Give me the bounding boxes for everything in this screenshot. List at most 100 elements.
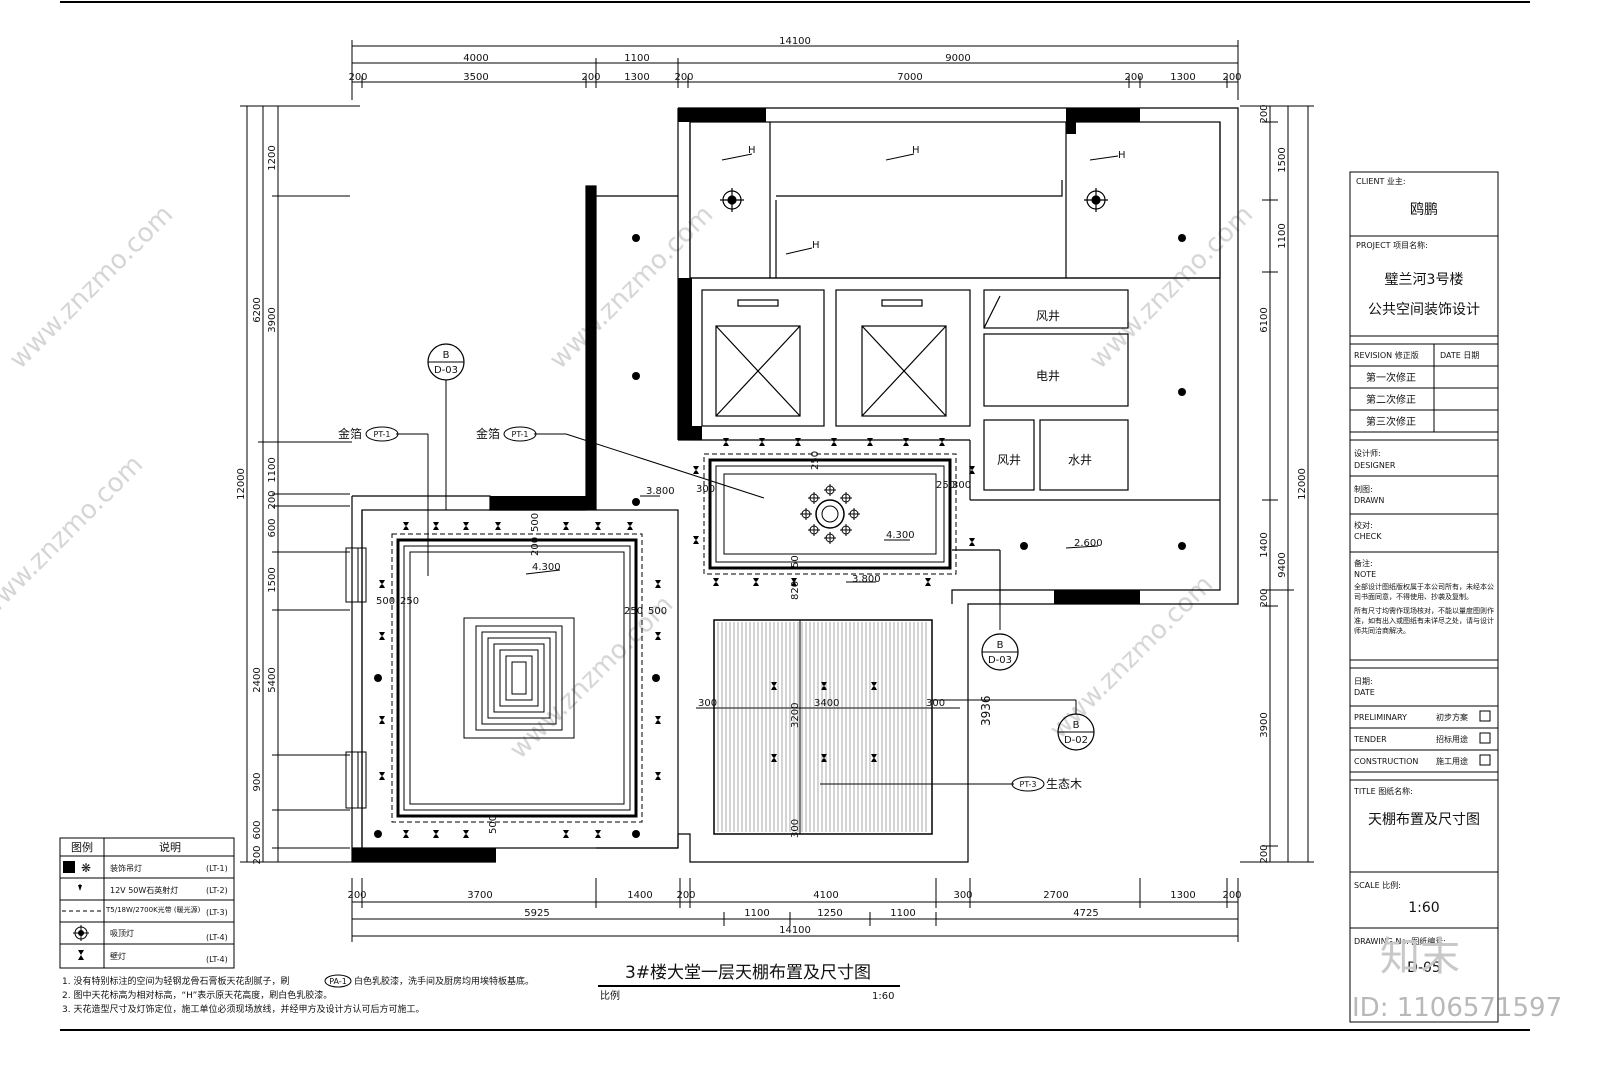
room-wind-well-1: 风井 xyxy=(1036,309,1060,323)
dim-left-5: 200 xyxy=(267,490,278,509)
tb-client: 鸥鹏 xyxy=(1410,201,1438,218)
inner-dim-200: 200 xyxy=(530,537,541,556)
legend-desc-4: 吸顶灯 xyxy=(110,928,134,938)
tb-designer: 设计师: xyxy=(1354,448,1381,458)
tb-stage-2-cn: 招标用途 xyxy=(1436,734,1468,744)
dim-bot-5: 4100 xyxy=(813,890,838,901)
inner-dim-500a: 500 xyxy=(376,596,395,607)
dim-bot2-1: 5925 xyxy=(524,908,549,919)
dim-bot-1: 200 xyxy=(347,890,366,901)
tb-project-label: PROJECT 项目名称: xyxy=(1356,240,1428,250)
dim-left-4: 1100 xyxy=(267,457,278,482)
spotlight-mark xyxy=(693,466,699,474)
inner-dim-300b: 300 xyxy=(952,480,971,491)
ceiling-lamp-dot xyxy=(1178,542,1186,550)
pt1-b-tag xyxy=(503,426,537,442)
dim-left-8: 2400 xyxy=(252,667,263,692)
spotlight-mark xyxy=(871,682,877,690)
dim-bot-8: 1300 xyxy=(1170,890,1195,901)
chandelier-icon xyxy=(800,484,860,544)
section-marker-1 xyxy=(427,343,465,381)
dim-top2-2: 3500 xyxy=(463,72,488,83)
spotlight-mark xyxy=(403,830,409,838)
spotlight-mark xyxy=(463,830,469,838)
bottom-dimensions xyxy=(351,878,1239,942)
chandelier-icon: ❋ xyxy=(63,861,91,875)
middle-ceiling-panel xyxy=(703,453,957,575)
spotlight-mark xyxy=(403,522,409,530)
pt1-b-code: PT-1 xyxy=(512,430,529,439)
tb-drawn-en: DRAWN xyxy=(1354,496,1384,505)
section-2-letter: B xyxy=(997,640,1004,651)
dim-bot2-5: 4725 xyxy=(1073,908,1098,919)
left-ceiling-panel xyxy=(391,533,643,823)
drawing-scale-label: 比例 xyxy=(600,989,620,1002)
tb-designer-en: DESIGNER xyxy=(1354,461,1396,470)
legend-desc-2: 12V 50W石英射灯 xyxy=(110,885,178,895)
spotlight-mark xyxy=(693,536,699,544)
ceiling-lamp-dots xyxy=(374,234,1186,838)
spotlight-mark xyxy=(595,522,601,530)
dim-bot-3: 1400 xyxy=(627,890,652,901)
tb-stage-2-en: TENDER xyxy=(1353,735,1387,744)
spotlight-mark xyxy=(655,716,661,724)
spotlight-mark xyxy=(969,466,975,474)
ceiling-lamp-dot xyxy=(1020,542,1028,550)
tb-note-text-2: 所有尺寸均需作现场核对，不能以量度图则作准，如有出入或图纸有未详尽之处，请与设计… xyxy=(1354,607,1494,635)
dim-bot-9: 200 xyxy=(1222,890,1241,901)
dim-left-1: 1200 xyxy=(267,145,278,170)
inner-dim-50: 50 xyxy=(790,555,801,568)
tb-date-label: DATE 日期 xyxy=(1440,351,1479,360)
dim-bot-6: 300 xyxy=(953,890,972,901)
room-elec-well: 电井 xyxy=(1036,369,1060,383)
spotlight-mark xyxy=(723,438,729,446)
right-dimensions xyxy=(1240,105,1314,863)
spotlight-mark xyxy=(463,522,469,530)
spotlight-mark xyxy=(655,772,661,780)
spotlight-mark xyxy=(771,754,777,762)
dim-right-2: 1500 xyxy=(1277,147,1288,172)
tb-drawing-no: D-05 xyxy=(1407,960,1441,976)
dim-bot-2: 3700 xyxy=(467,890,492,901)
spotlight-mark xyxy=(563,522,569,530)
dim-top2-6: 7000 xyxy=(897,72,922,83)
watermark-site-1: www.znzmo.com xyxy=(4,200,179,375)
spotlight-mark xyxy=(433,522,439,530)
spotlight-mark xyxy=(433,830,439,838)
drawing-scale-value: 1:60 xyxy=(872,991,894,1002)
dim-overall-right: 12000 xyxy=(1297,468,1308,500)
tb-note-text-1: 全部设计图纸版权属于本公司所有，未经本公司书面同意，不得使用、抄袭及复制。 xyxy=(1354,583,1494,601)
watermark-id: ID: 1106571597 xyxy=(1352,993,1562,1023)
section-3-ref: D-02 xyxy=(1064,735,1088,746)
watermark-site-2: www.znzmo.com xyxy=(544,200,719,375)
tb-check-en: CHECK xyxy=(1354,532,1382,541)
dim-overall-bottom: 14100 xyxy=(779,925,811,936)
pt1-b-label: 金箔 xyxy=(476,426,500,441)
ceiling-lamp-dot xyxy=(1178,234,1186,242)
left-windows xyxy=(345,547,367,809)
spotlight-marks xyxy=(379,438,975,838)
dim-overall-left: 12000 xyxy=(236,468,247,500)
legend-code-3: (LT-3) xyxy=(206,908,228,917)
tb-scale-label: SCALE 比例: xyxy=(1354,880,1401,890)
dim-right-7: 200 xyxy=(1259,588,1270,607)
dim-top2-8: 1300 xyxy=(1170,72,1195,83)
spotlight-mark xyxy=(871,754,877,762)
legend-code-1: (LT-1) xyxy=(206,864,228,873)
dim-right-3: 1100 xyxy=(1277,223,1288,248)
tb-date2: 日期: xyxy=(1354,677,1373,686)
spotlight-mark xyxy=(939,438,945,446)
pt3-code: PT-3 xyxy=(1020,780,1037,789)
pa1-tag xyxy=(324,974,352,988)
plan-wall-fills xyxy=(352,108,1140,862)
elev-level-4: 4.300 xyxy=(532,562,561,573)
dim-bot-4: 200 xyxy=(676,890,695,901)
tb-date2-en: DATE xyxy=(1354,688,1375,697)
note-1a: 1. 没有特别标注的空间为轻钢龙骨石膏板天花刮腻子，刷 xyxy=(62,975,289,987)
elev-h-1: H xyxy=(748,145,756,156)
dim-overall-top: 14100 xyxy=(779,36,811,47)
elev-h-3: H xyxy=(1118,150,1126,161)
pt1-a-tag xyxy=(365,426,399,442)
ceiling-lamp-dot xyxy=(632,234,640,242)
inner-dim-820: 820 xyxy=(790,581,801,600)
